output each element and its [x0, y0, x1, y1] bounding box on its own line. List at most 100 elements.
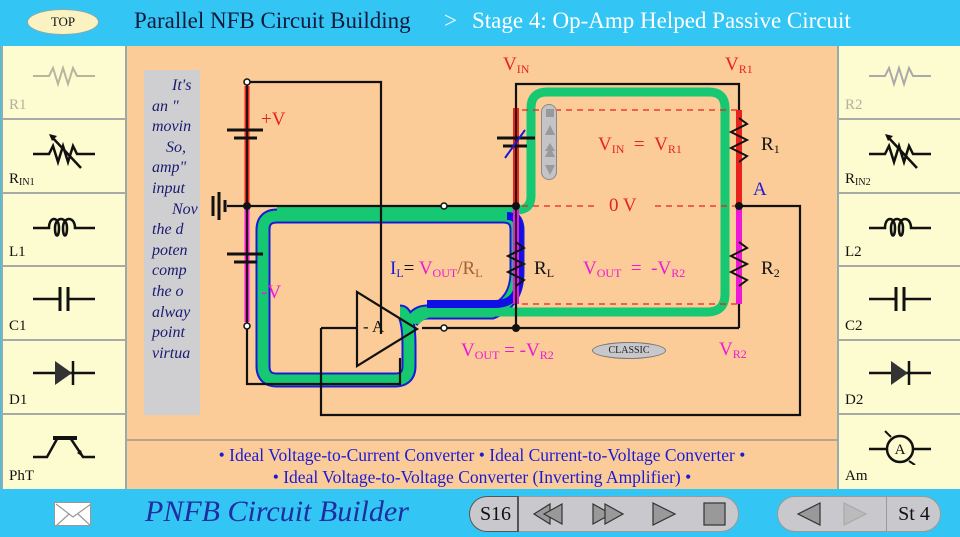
circuit-canvas: It's an " movin So, amp" input Nov the d…	[127, 46, 837, 439]
breadcrumb-current: Stage 4: Op-Amp Helped Passive Circuit	[472, 8, 851, 33]
palette-item-r1[interactable]: R1	[3, 46, 125, 120]
component-palette-left: R1 RIN1 L1 C1 D1 PhT	[1, 46, 127, 489]
explanation-line: an "	[152, 97, 179, 115]
explanation-line: poten	[152, 241, 188, 259]
bullet: •	[739, 445, 746, 465]
play-button[interactable]	[647, 500, 685, 528]
bullet: •	[272, 467, 279, 487]
vr1-label: VR1	[725, 54, 753, 76]
palette-label: RIN1	[9, 170, 35, 188]
palette-label: RIN2	[845, 170, 871, 188]
breadcrumb-root[interactable]: Parallel NFB Circuit Building	[134, 8, 411, 33]
r1-label: R1	[761, 134, 780, 156]
fast-forward-button[interactable]	[589, 500, 627, 528]
diode-icon	[869, 361, 931, 386]
palette-label: C2	[845, 318, 863, 335]
palette-item-pht[interactable]: PhT	[3, 415, 125, 489]
vin-equals-vr1: VIN = VR1	[598, 134, 682, 156]
palette-item-l1[interactable]: L1	[3, 194, 125, 268]
current-path-right	[277, 87, 730, 325]
previous-stage-button[interactable]	[790, 500, 828, 528]
explanation-panel[interactable]: It's an " movin So, amp" input Nov the d…	[144, 70, 200, 415]
capacitor-icon	[869, 287, 931, 312]
minus-v-label: -V	[261, 282, 282, 303]
explanation-line: comp	[152, 262, 187, 280]
rewind-button[interactable]	[530, 500, 568, 528]
palette-label: D2	[845, 391, 864, 408]
load-current-equation: IL= VOUT/RL	[390, 258, 483, 280]
link-current-to-voltage[interactable]: Ideal Current-to-Voltage Converter	[489, 445, 735, 465]
explanation-line: input	[152, 179, 185, 197]
slide-number: S16	[469, 496, 519, 532]
resistor-rl[interactable]	[505, 241, 527, 287]
palette-item-r2[interactable]: R2	[839, 46, 960, 120]
explanation-line: Nov	[172, 200, 198, 218]
palette-label: Am	[845, 467, 868, 484]
link-inverting-amplifier[interactable]: Ideal Voltage-to-Voltage Converter (Inve…	[283, 467, 681, 487]
top-button[interactable]: TOP	[27, 9, 99, 35]
resistor-r1[interactable]	[728, 117, 750, 163]
opamp-label: - A	[363, 317, 385, 336]
explanation-line: the d	[152, 221, 184, 239]
resistor-icon	[869, 64, 931, 88]
classic-button[interactable]: CLASSIC	[592, 342, 666, 359]
inductor-icon	[869, 217, 931, 237]
bullet: •	[685, 467, 692, 487]
opamp-symbol[interactable]	[355, 290, 420, 368]
related-links: • Ideal Voltage-to-Current Converter • I…	[127, 439, 837, 489]
palette-item-am[interactable]: A Am	[839, 415, 960, 489]
stage-indicator: St 4	[886, 496, 941, 532]
palette-label: D1	[9, 391, 28, 408]
header: TOP Parallel NFB Circuit Building > Stag…	[0, 0, 960, 46]
app-title: PNFB Circuit Builder	[145, 495, 409, 528]
circuit-diagram	[211, 78, 802, 417]
palette-item-d2[interactable]: D2	[839, 341, 960, 415]
phototransistor-icon	[33, 435, 95, 459]
next-stage-button[interactable]	[836, 500, 874, 528]
palette-label: R2	[845, 96, 863, 113]
zero-volt-label: 0 V	[609, 195, 637, 216]
explanation-line: the o	[152, 282, 184, 300]
explanation-line: It's	[172, 77, 192, 94]
palette-label: L1	[9, 244, 26, 261]
palette-item-l2[interactable]: L2	[839, 194, 960, 268]
capacitor-icon	[33, 287, 95, 312]
explanation-line: So,	[166, 138, 186, 156]
breadcrumb-separator: >	[444, 8, 457, 33]
explanation-line: alway	[152, 303, 191, 321]
stop-button[interactable]	[697, 500, 735, 528]
explanation-line: virtua	[152, 344, 191, 362]
palette-item-c1[interactable]: C1	[3, 267, 125, 342]
vin-label: VIN	[503, 54, 530, 76]
resistor-r2[interactable]	[728, 241, 750, 287]
palette-item-rin2[interactable]: RIN2	[839, 120, 960, 194]
palette-label: R1	[9, 96, 27, 113]
explanation-line: movin	[152, 118, 192, 136]
node-a-label: A	[753, 179, 767, 200]
palette-item-c2[interactable]: C2	[839, 267, 960, 342]
rl-label: RL	[534, 258, 555, 280]
inductor-icon	[33, 217, 95, 237]
palette-item-d1[interactable]: D1	[3, 341, 125, 415]
component-palette-right: R2 RIN2 L2 C2 D2 A Am	[837, 46, 960, 489]
vout-output-equation: VOUT = -VR2	[461, 340, 554, 362]
r2-label: R2	[761, 258, 780, 280]
variable-resistor-icon	[33, 133, 95, 169]
diode-icon	[33, 361, 95, 386]
vin-adjust-slider[interactable]	[541, 104, 557, 180]
resistor-icon	[33, 64, 95, 88]
palette-item-rin1[interactable]: RIN1	[3, 120, 125, 194]
vr2-label: VR2	[719, 339, 747, 361]
link-voltage-to-current[interactable]: Ideal Voltage-to-Current Converter	[229, 445, 475, 465]
explanation-line: point	[152, 324, 185, 342]
bullet: •	[218, 445, 225, 465]
plus-v-label: +V	[261, 109, 286, 130]
mail-icon[interactable]	[54, 502, 92, 527]
explanation-line: amp"	[152, 159, 187, 177]
palette-label: C1	[9, 318, 27, 335]
vout-equals-neg-vr2: VOUT = -VR2	[583, 258, 686, 280]
svg-text:A: A	[895, 442, 906, 458]
palette-label: L2	[845, 244, 862, 261]
variable-resistor-icon	[869, 133, 931, 169]
